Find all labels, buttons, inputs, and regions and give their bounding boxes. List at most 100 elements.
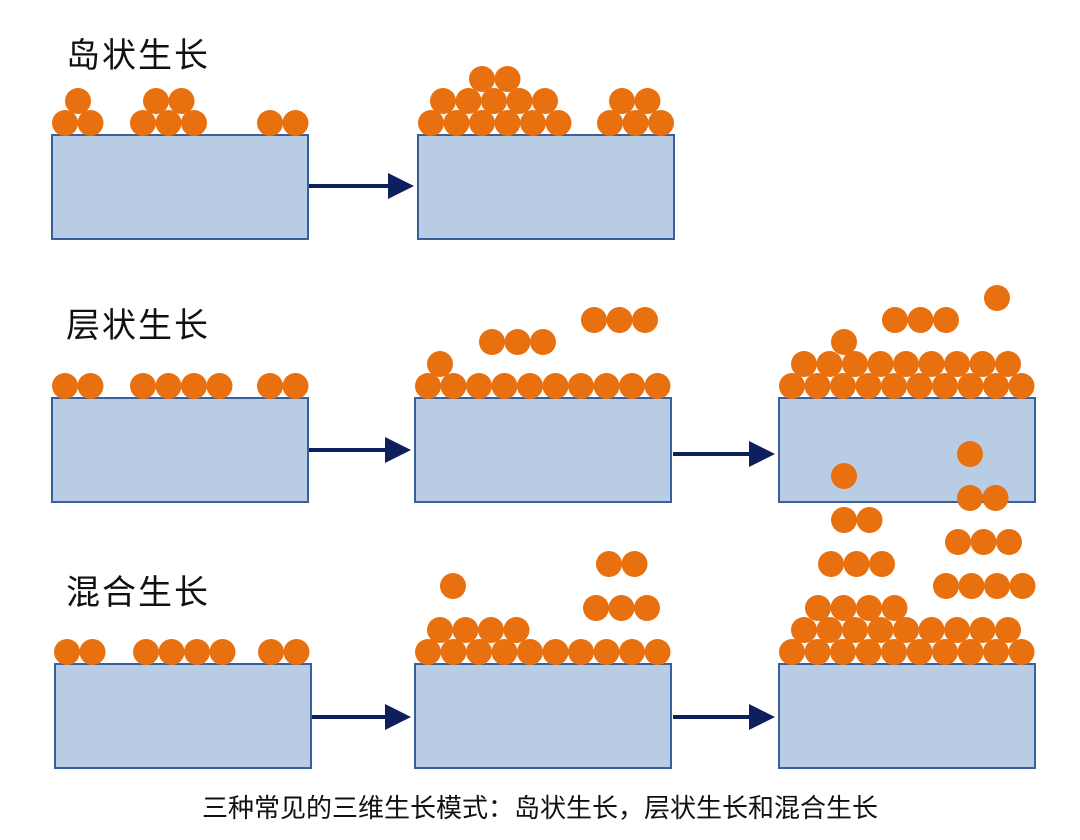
substrate-block	[414, 663, 672, 769]
atom	[1008, 373, 1035, 399]
atom	[984, 573, 1010, 599]
substrate-block	[414, 397, 672, 503]
atom	[596, 551, 622, 577]
atom	[957, 373, 984, 399]
atom	[893, 617, 919, 643]
atom	[427, 617, 453, 643]
atom	[65, 88, 91, 114]
atom	[593, 373, 620, 399]
atom	[532, 88, 558, 114]
atom	[831, 329, 857, 355]
atom	[831, 507, 857, 533]
atom	[791, 617, 817, 643]
atom	[816, 617, 843, 643]
atom	[79, 639, 106, 665]
substrate-block	[51, 397, 309, 503]
atom	[970, 529, 997, 555]
atom	[779, 373, 805, 399]
atom	[282, 110, 309, 136]
atom	[867, 351, 894, 377]
atom	[881, 373, 907, 399]
atom	[52, 110, 78, 136]
substrate-block	[51, 134, 309, 240]
atom	[568, 373, 594, 399]
atom	[469, 66, 495, 92]
atom	[54, 639, 80, 665]
atom	[619, 639, 645, 665]
atom	[440, 373, 467, 399]
atom	[168, 88, 195, 114]
substrate-block	[54, 663, 312, 769]
atom	[982, 485, 1009, 511]
atom	[155, 110, 182, 136]
atom	[995, 617, 1021, 643]
atom	[791, 351, 817, 377]
atom	[282, 373, 309, 399]
atom	[867, 617, 894, 643]
atom	[855, 639, 882, 665]
atom	[257, 373, 283, 399]
atom	[644, 639, 671, 665]
atom	[933, 573, 959, 599]
atom	[805, 595, 831, 621]
atom	[77, 373, 104, 399]
atom	[944, 617, 970, 643]
atom	[77, 110, 104, 136]
atom	[881, 595, 908, 621]
atom	[1009, 573, 1036, 599]
atom	[932, 373, 958, 399]
atom	[893, 351, 919, 377]
atom	[440, 639, 467, 665]
atom	[479, 329, 505, 355]
row-title-island: 岛状生长	[66, 36, 210, 76]
atom	[906, 373, 933, 399]
atom	[869, 551, 895, 577]
atom	[648, 110, 674, 136]
atom	[494, 66, 521, 92]
atom	[831, 463, 857, 489]
atom	[504, 329, 531, 355]
atom	[818, 551, 844, 577]
atom	[996, 529, 1022, 555]
atom	[944, 351, 970, 377]
atom	[843, 551, 870, 577]
atom	[581, 307, 607, 333]
atom	[842, 617, 868, 643]
atom	[779, 639, 805, 665]
atom	[427, 351, 453, 377]
atom	[542, 373, 569, 399]
row-title-layer: 层状生长	[66, 306, 210, 346]
atom	[520, 110, 546, 136]
atom	[283, 639, 310, 665]
atom	[983, 373, 1009, 399]
atom	[452, 617, 479, 643]
atom	[622, 110, 649, 136]
atom	[545, 110, 572, 136]
atom	[644, 373, 671, 399]
atom	[443, 110, 470, 136]
atom	[430, 88, 456, 114]
atom	[804, 639, 831, 665]
atom	[143, 88, 169, 114]
atom	[494, 110, 521, 136]
atom	[491, 639, 518, 665]
atom	[517, 639, 543, 665]
atom	[609, 88, 635, 114]
atom	[957, 485, 983, 511]
atom	[181, 373, 207, 399]
atom	[984, 285, 1010, 311]
growth-arrow	[673, 704, 775, 730]
atom	[906, 639, 933, 665]
atom	[206, 373, 233, 399]
atom	[517, 373, 543, 399]
atom	[481, 88, 507, 114]
atom	[830, 639, 856, 665]
atom	[469, 110, 495, 136]
atom	[478, 617, 504, 643]
atom	[957, 441, 983, 467]
figure-caption: 三种常见的三维生长模式：岛状生长，层状生长和混合生长	[201, 794, 878, 824]
atom	[530, 329, 556, 355]
growth-arrow	[309, 437, 411, 463]
atom	[257, 110, 283, 136]
atom	[969, 351, 996, 377]
